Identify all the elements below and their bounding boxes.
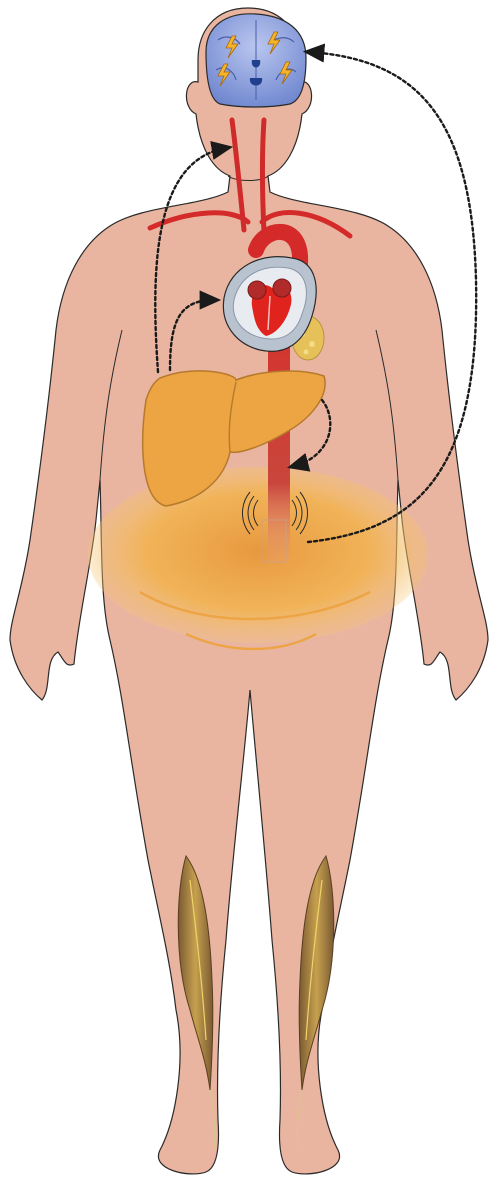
brain <box>206 14 306 107</box>
